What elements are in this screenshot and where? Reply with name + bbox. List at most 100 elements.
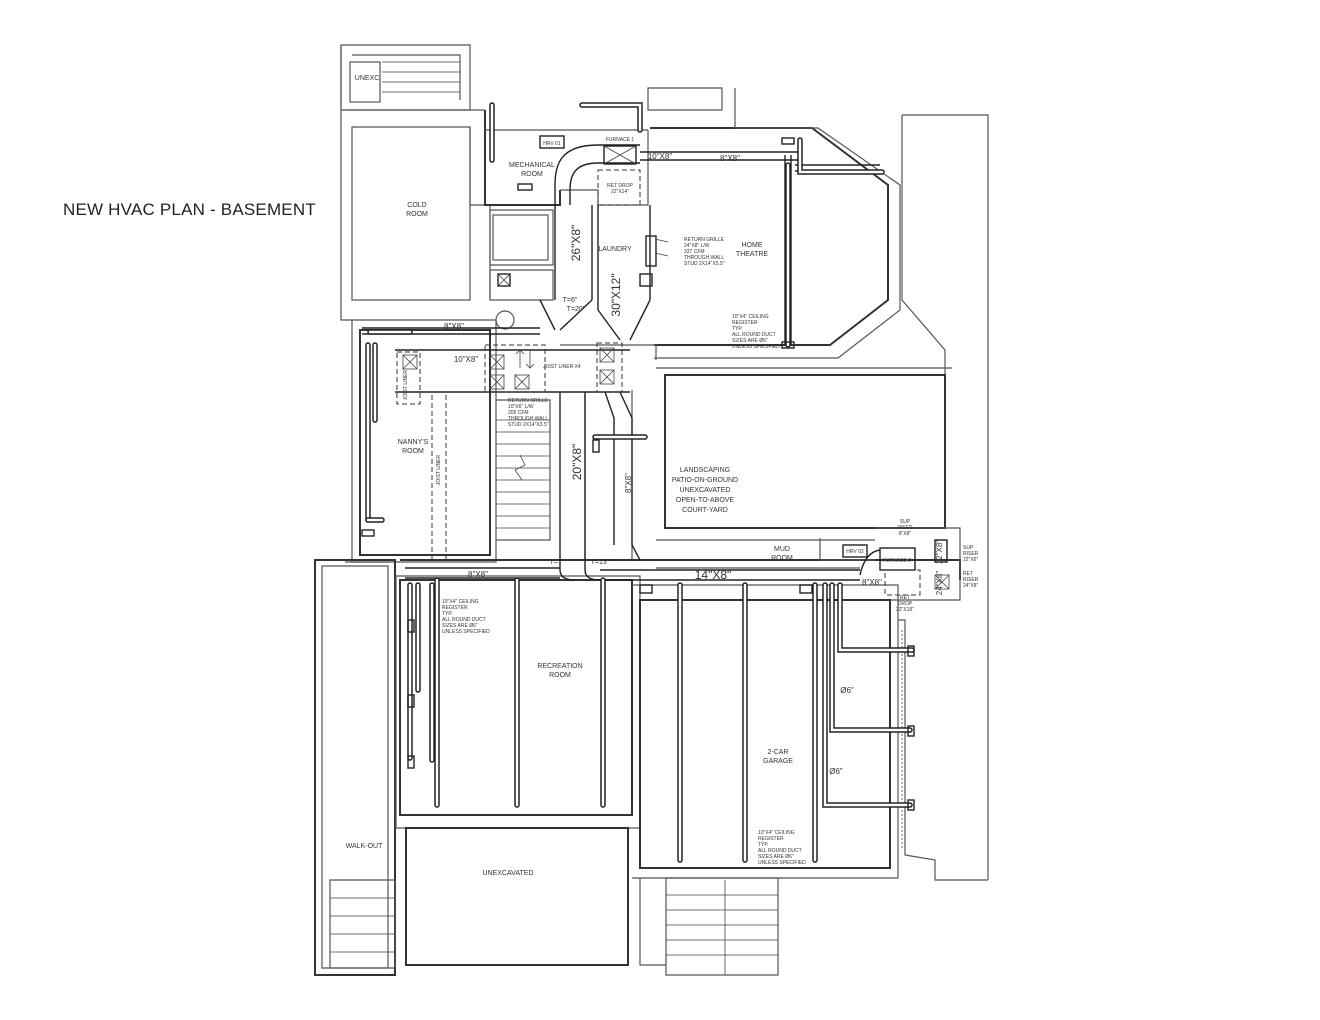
- nannys-room-label-2: ROOM: [402, 448, 424, 455]
- return-grille-theatre-1: RETURN GRILLE: [684, 237, 725, 243]
- return-grille-stair-3: 205 CFM: [508, 410, 529, 416]
- ret-drop-bottom-2: DROP: [898, 601, 913, 607]
- duct-8x8-vert: 8"X8": [624, 473, 633, 493]
- ceiling-register-rec-4: ALL ROUND DUCT: [442, 617, 486, 623]
- ceiling-register-garage-6: UNLESS SPECIFIED: [758, 860, 806, 866]
- dia6-b: Ø6": [829, 767, 843, 776]
- return-grille-stair-5: STUD 2X14"X3.5": [508, 422, 549, 428]
- ceiling-register-rec-5: SIZES ARE Ø6": [442, 623, 478, 629]
- duct-12x8-right: 12"X8": [935, 540, 944, 565]
- ceiling-register-garage-4: ALL ROUND DUCT: [758, 848, 802, 854]
- mud-room-label-2: ROOM: [771, 555, 793, 562]
- duct-10x8-nanny: 10"X8": [454, 355, 479, 364]
- return-grille-stair-4: THROUGH WALL: [508, 416, 548, 422]
- sup-riser-top: SUP: [900, 519, 911, 525]
- ceiling-register-theatre-4: ALL ROUND DUCT: [732, 332, 776, 338]
- duct-size-labels: 10"X8" 8"X8" 26"X8" 30"X12" 8"X8" 10"X8"…: [444, 152, 944, 776]
- ceiling-register-rec-3: TYP.: [442, 611, 452, 617]
- home-theatre-label: HOME: [742, 242, 763, 249]
- ret-drop-bottom: RET: [900, 595, 910, 601]
- nannys-room-label: NANNY'S: [398, 439, 429, 446]
- joist-liner-c: JOIST LINER: [403, 370, 409, 401]
- joist-liner-a: JOIST LINER: [436, 455, 442, 486]
- hrv2-label: HRV 02: [846, 549, 864, 555]
- ceiling-register-theatre-3: TYP.: [732, 326, 742, 332]
- duct-20x8: 20"X8": [570, 444, 584, 481]
- garage-label-2: GARAGE: [763, 758, 793, 765]
- unexc-box: [349, 61, 381, 103]
- ceiling-register-garage-1: 10"X4" CEILING: [758, 830, 795, 836]
- equipment-labels: FURNACE 1 HRV 01 HRV 02 FURNACE 2 RET DR…: [543, 137, 978, 613]
- return-grille-theatre-3: 337 CFM: [684, 249, 705, 255]
- duct-14x8: 14"X8": [695, 568, 732, 582]
- sup-riser-right: SUP: [963, 545, 974, 551]
- ceiling-register-theatre-5: SIZES ARE Ø6": [732, 338, 768, 344]
- unexc-top-label: UNEXC.: [355, 75, 382, 82]
- duct-26x8: 26"X8": [569, 225, 583, 262]
- duct-8x8-mud: 8"X8": [862, 578, 882, 587]
- return-grille-theatre-5: STUD 2X14"X5.5": [684, 261, 725, 267]
- ret-riser-right-2: RISER: [963, 577, 979, 583]
- duct-24x8-right: 24"X8": [935, 571, 944, 596]
- ceiling-register-theatre-2: REGISTER: [732, 320, 758, 326]
- ret-drop-bottom-3: 22"X18": [896, 607, 914, 613]
- landscaping-label-1: LANDSCAPING: [680, 467, 730, 474]
- ret-drop-top: RET DROP: [607, 183, 633, 189]
- ceiling-register-theatre-6: UNLESS SPECIFIED: [732, 344, 780, 350]
- duct-8x8-rec: 8"X8": [468, 570, 488, 579]
- ret-riser-right: RET: [963, 571, 973, 577]
- ceiling-register-theatre-1: 10"X4" CEILING: [732, 314, 769, 320]
- recreation-room-label-2: ROOM: [549, 672, 571, 679]
- landscaping-label-2: PATIO-ON-GROUND: [672, 477, 738, 484]
- t7-label: T=7": [550, 559, 565, 566]
- duct-8x8-nanny: 8"X8": [444, 322, 464, 331]
- furnace-label: FURNACE 1: [606, 137, 635, 143]
- duct-30x12: 30"X12": [609, 273, 623, 316]
- duct-8x8-top: 8"X8": [720, 154, 740, 163]
- ceiling-register-rec-6: UNLESS SPECIFIED: [442, 629, 490, 635]
- landscaping-label-5: COURT-YARD: [682, 507, 728, 514]
- t20-label: T=20": [567, 306, 586, 313]
- ceiling-register-garage-3: TYP.: [758, 842, 768, 848]
- landscaping-label-4: OPEN-TO-ABOVE: [676, 497, 735, 504]
- notes: RETURN GRILLE 24"X8" L/W 337 CFM THROUGH…: [403, 237, 806, 866]
- ret-drop-top-2: 22"X14": [611, 189, 629, 195]
- cold-room-label: COLD: [407, 202, 426, 209]
- registers: [361, 135, 950, 811]
- t13-label: T=13": [591, 559, 610, 566]
- round-ducts: [365, 102, 915, 863]
- mechanical-room-label-2: ROOM: [521, 171, 543, 178]
- sup-riser-top-3: 8"X8": [899, 531, 912, 537]
- sup-riser-right-2: RISER: [963, 551, 979, 557]
- laundry-label: LAUNDRY: [598, 246, 632, 253]
- ceiling-register-rec-2: REGISTER: [442, 605, 468, 611]
- recreation-room-label: RECREATION: [537, 663, 582, 670]
- return-grille-stair-1: RETURN GRILLE: [508, 398, 549, 404]
- landscaping-label-3: UNEXCAVATED: [680, 487, 731, 494]
- joist-liner-b: JOIST LINER X4: [543, 364, 581, 370]
- mud-room-label: MUD: [774, 546, 790, 553]
- garage-label: 2-CAR: [767, 749, 788, 756]
- ceiling-register-rec-1: 10"X4" CEILING: [442, 599, 479, 605]
- ceiling-register-garage-5: SIZES ARE Ø6": [758, 854, 794, 860]
- dia6-a: Ø6": [840, 686, 854, 695]
- return-grille-theatre-2: 24"X8" L/W: [684, 243, 710, 249]
- duct-10x8: 10"X8": [648, 152, 673, 161]
- room-labels: UNEXC. COLD ROOM MECHANICAL ROOM LAUNDRY…: [346, 75, 794, 877]
- mechanical-room-label: MECHANICAL: [509, 162, 555, 169]
- plan-title: NEW HVAC PLAN - BASEMENT: [63, 200, 316, 219]
- building-walls: [314, 44, 989, 976]
- sup-riser-top-2: RISER: [897, 525, 913, 531]
- sup-riser-right-3: 22"X6": [963, 557, 978, 563]
- return-grille-theatre-4: THROUGH WALL: [684, 255, 724, 261]
- walk-out-label: WALK-OUT: [346, 843, 383, 850]
- furnace2-label: FURNACE 2: [883, 558, 912, 564]
- cold-room-label-2: ROOM: [406, 211, 428, 218]
- home-theatre-label-2: THEATRE: [736, 251, 768, 258]
- ceiling-register-garage-2: REGISTER: [758, 836, 784, 842]
- duct-trunks: [362, 144, 948, 596]
- hrv1-label: HRV 01: [543, 141, 561, 147]
- t6-label: T=6": [563, 297, 578, 304]
- ret-riser-right-3: 24"X8": [963, 583, 978, 589]
